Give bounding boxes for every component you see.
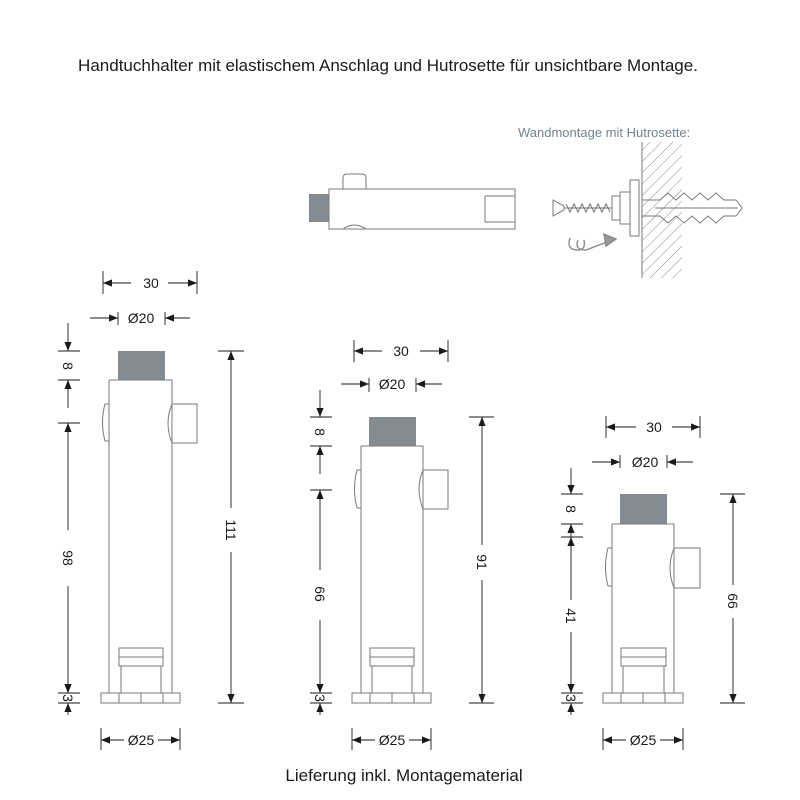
variant-2-diameter-top: Ø20	[379, 376, 406, 392]
wall-hatching	[642, 142, 682, 278]
variant-3-holder	[602, 494, 701, 704]
variant-1-holder	[100, 351, 198, 704]
variant-3-base-diameter: Ø25	[630, 732, 657, 748]
screw-icon	[552, 199, 612, 217]
variant-1-diameter-top: Ø20	[128, 310, 155, 326]
variant-3-drawing: 30 Ø20 8 41 3 66 Ø25	[561, 416, 745, 750]
variant-1-body-length: 98	[60, 550, 76, 566]
headline: Handtuchhalter mit elastischem Anschlag …	[78, 56, 698, 75]
wall-mount-illustration	[552, 142, 743, 278]
variant-2-total-length: 91	[474, 554, 490, 570]
wall-mount-label: Wandmontage mit Hutrosette:	[518, 125, 691, 140]
variant-2-body-length: 66	[312, 586, 328, 602]
variant-2-stopper	[369, 417, 416, 446]
hat-rosette-icon	[611, 179, 640, 237]
variant-2-holder	[351, 417, 449, 704]
variant-2-base-height: 3	[312, 694, 328, 702]
variant-3-width: 30	[646, 419, 662, 435]
footer-note: Lieferung inkl. Montagematerial	[285, 766, 523, 785]
variant-3-dimension-lines	[561, 416, 745, 750]
variant-1-base-diameter: Ø25	[128, 732, 155, 748]
variant-2-drawing: 30 Ø20 8 66 3 91 Ø25	[310, 340, 494, 750]
variant-3-stopper-height: 8	[563, 505, 579, 513]
variant-1-drawing: 30 Ø20 8 98 3 111 Ø25	[58, 271, 244, 750]
rotation-arrow-icon	[568, 232, 618, 251]
variant-3-total-length: 66	[725, 593, 741, 609]
variant-3-stopper	[620, 494, 667, 524]
variant-3-body-length: 41	[563, 608, 579, 624]
wall-plug-icon	[642, 192, 743, 224]
variant-1-total-length: 111	[223, 519, 239, 540]
variant-2-base-diameter: Ø25	[379, 732, 406, 748]
variant-3-diameter-top: Ø20	[632, 454, 659, 470]
variant-1-dimension-lines	[58, 271, 244, 750]
variant-1-stopper	[118, 351, 165, 380]
variant-1-base-height: 3	[60, 694, 76, 702]
variant-3-base-height: 3	[563, 694, 579, 702]
variant-2-dimension-lines	[310, 340, 494, 750]
variant-1-stopper-height: 8	[60, 362, 76, 370]
side-view-holder	[309, 173, 516, 230]
variant-1-width: 30	[143, 275, 159, 291]
side-view-stopper	[309, 194, 329, 222]
variant-2-stopper-height: 8	[312, 428, 328, 436]
variant-2-width: 30	[393, 343, 409, 359]
